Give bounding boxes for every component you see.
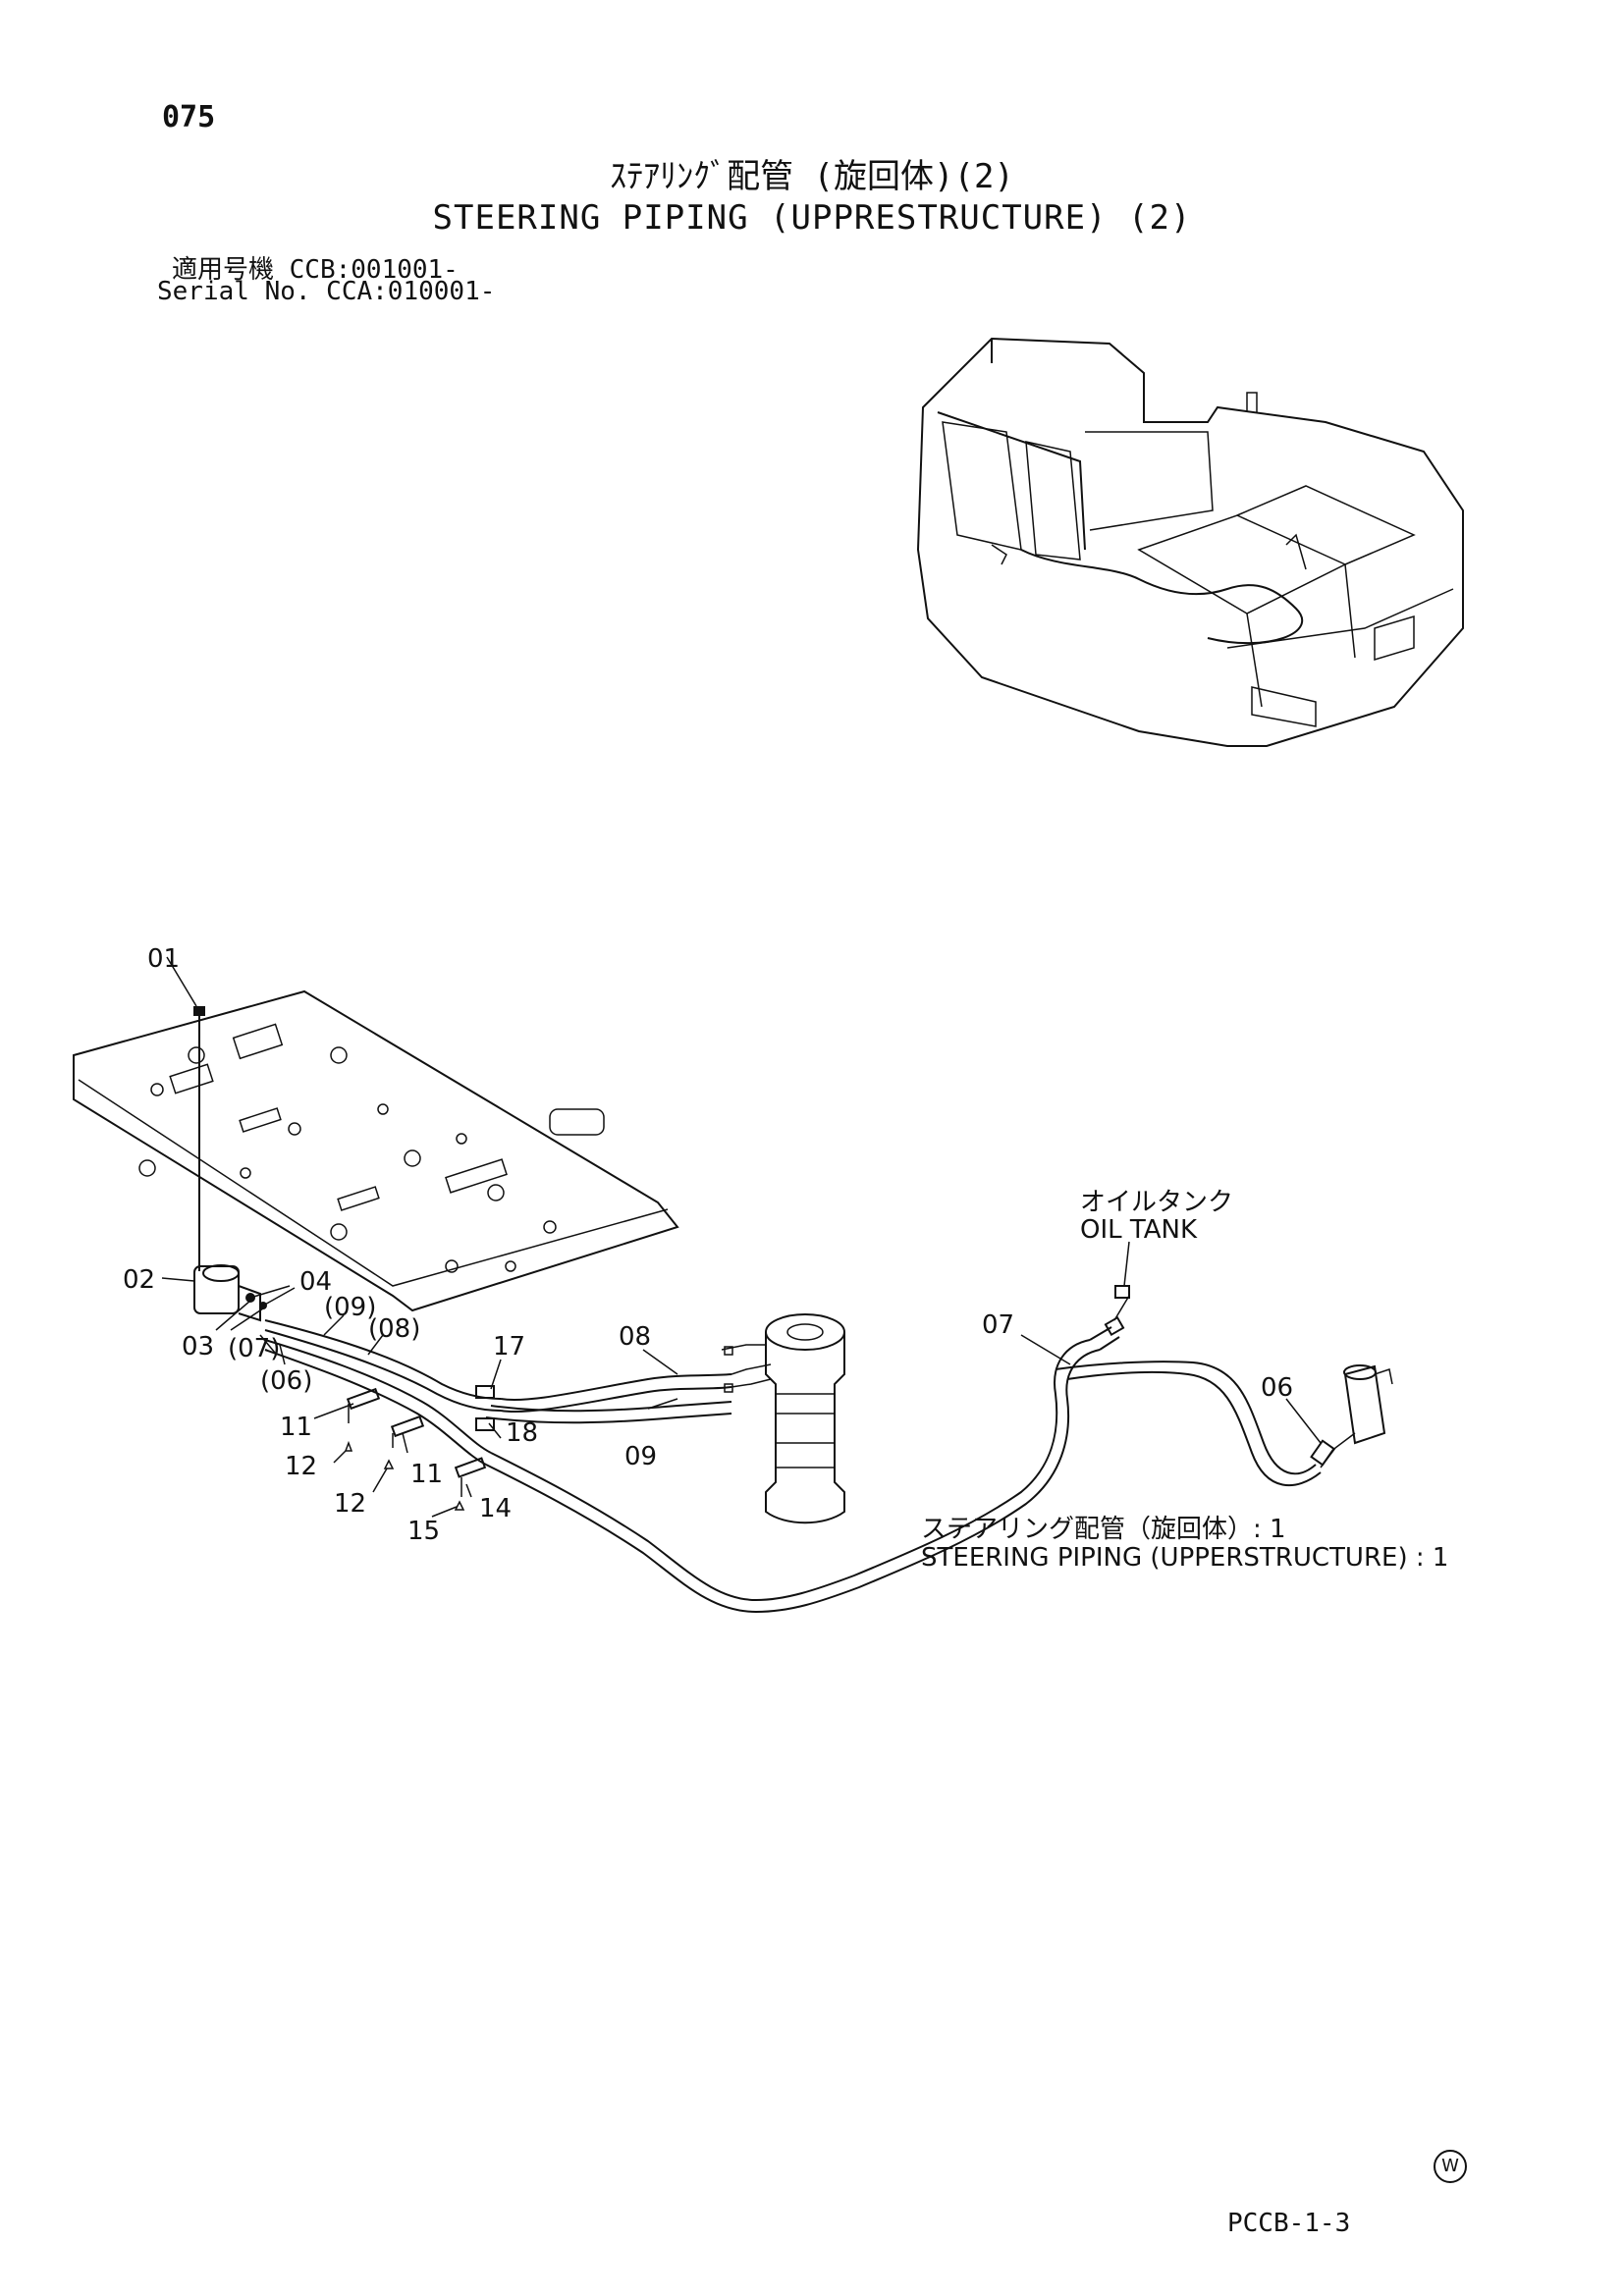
part-label-01: 01 bbox=[147, 944, 180, 974]
steering-valve-block bbox=[193, 1264, 267, 1322]
floor-plate bbox=[73, 989, 679, 1312]
part-label-12-b: 12 bbox=[334, 1489, 366, 1519]
clamps bbox=[344, 1385, 495, 1511]
assembly-label-en: STEERING PIPING (UPPERSTRUCTURE) : 1 bbox=[921, 1543, 1449, 1573]
page-title-jp: ｽﾃｱﾘﾝｸﾞ配管 (旋回体)(2) bbox=[610, 157, 1014, 196]
part-label-11-a: 11 bbox=[280, 1413, 312, 1442]
serial-range-en: Serial No. CCA:010001- bbox=[157, 277, 496, 306]
part-label-08-paren: (08) bbox=[368, 1314, 420, 1344]
steering-unit bbox=[1320, 1364, 1393, 1468]
swivel-joint bbox=[721, 1313, 845, 1524]
machine-overview-illustration bbox=[916, 337, 1464, 747]
page-number: 075 bbox=[162, 100, 216, 134]
page-title-en: STEERING PIPING (UPPRESTRUCTURE) (2) bbox=[432, 198, 1192, 238]
leader-lines bbox=[161, 956, 1322, 1518]
w-mark-icon: W bbox=[1434, 2150, 1467, 2183]
part-label-02: 02 bbox=[123, 1265, 155, 1295]
part-label-06-paren: (06) bbox=[260, 1366, 312, 1396]
part-label-17: 17 bbox=[493, 1332, 525, 1362]
part-label-14: 14 bbox=[479, 1494, 512, 1523]
part-label-03: 03 bbox=[182, 1332, 214, 1362]
part-label-15: 15 bbox=[407, 1517, 440, 1546]
part-label-12-a: 12 bbox=[285, 1452, 317, 1481]
page-code: PCCB-1-3 bbox=[1227, 2209, 1351, 2238]
serial-range-jp: 適用号機 CCB:001001- bbox=[172, 255, 459, 285]
part-label-07: 07 bbox=[982, 1310, 1014, 1340]
part-label-06: 06 bbox=[1261, 1373, 1293, 1403]
assembly-label-jp: ステアリング配管（旋回体）: 1 bbox=[921, 1515, 1286, 1544]
bolt-01 bbox=[193, 1006, 205, 1271]
part-label-18: 18 bbox=[506, 1418, 538, 1448]
part-label-11-b: 11 bbox=[410, 1460, 443, 1489]
part-label-04: 04 bbox=[299, 1267, 332, 1297]
part-label-08: 08 bbox=[619, 1322, 651, 1352]
part-label-09-paren: (09) bbox=[324, 1293, 376, 1322]
steering-hoses bbox=[264, 1285, 1335, 1614]
oil-tank-label-jp: オイルタンク bbox=[1080, 1188, 1234, 1217]
part-label-09: 09 bbox=[624, 1442, 657, 1471]
oil-tank-label-en: OIL TANK bbox=[1080, 1215, 1198, 1245]
part-label-07-paren: (07) bbox=[228, 1334, 280, 1363]
